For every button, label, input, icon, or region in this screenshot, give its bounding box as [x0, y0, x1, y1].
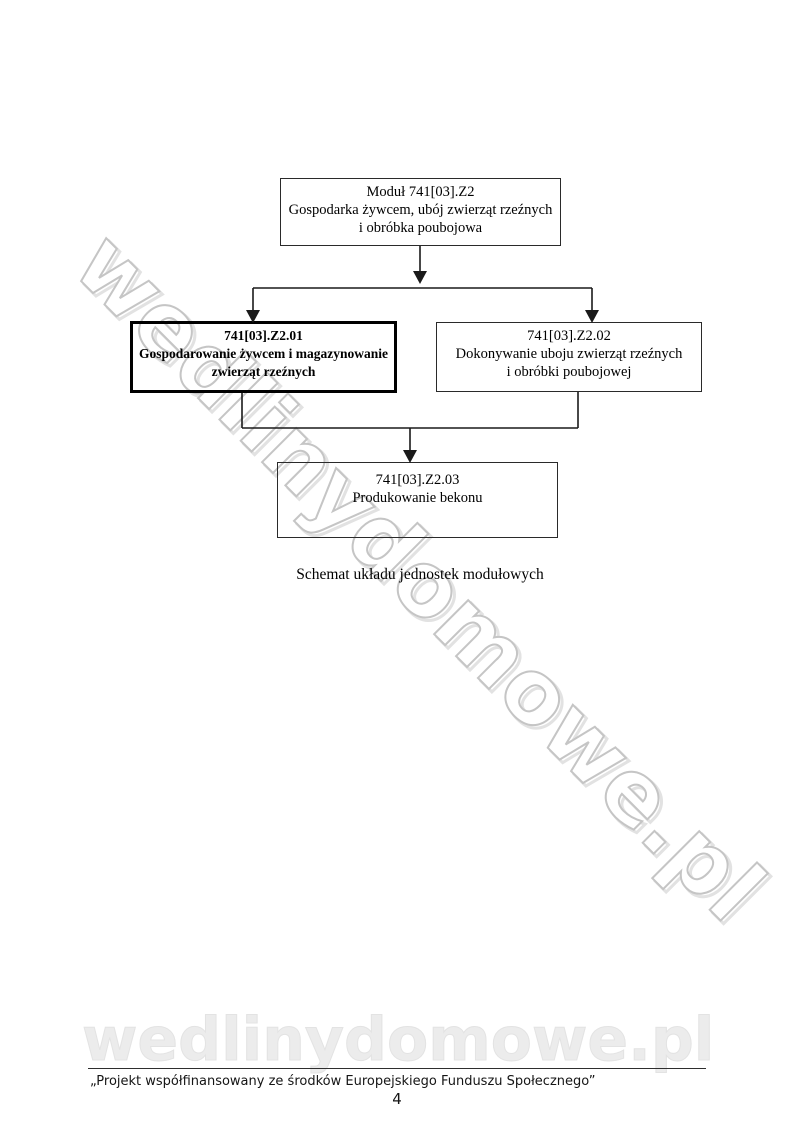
node-text: zwierząt rzeźnych [211, 364, 316, 379]
node-title: 741[03].Z2.02 [527, 328, 611, 344]
page-number: 4 [392, 1090, 402, 1108]
flowchart-node-unit-z2-01: 741[03].Z2.01 Gospodarowanie żywcem i ma… [130, 321, 397, 393]
diagram-caption: Schemat układu jednostek modułowych [296, 566, 544, 583]
flowchart-node-unit-z2-03: 741[03].Z2.03 Produkowanie bekonu [277, 462, 558, 538]
node-text: i obróbki poubojowej [506, 364, 632, 380]
footer-divider [88, 1068, 706, 1069]
node-text: Gospodarka żywcem, ubój zwierząt rzeźnyc… [288, 202, 553, 218]
node-title: 741[03].Z2.03 [375, 472, 460, 488]
watermark-bottom: wedlinydomowe.pl [82, 1005, 714, 1075]
arrowhead-top [413, 271, 427, 284]
node-title: Moduł 741[03].Z2 [366, 184, 475, 200]
node-title: 741[03].Z2.01 [224, 328, 303, 343]
node-text: Produkowanie bekonu [352, 490, 483, 506]
flowchart-node-unit-z2-02: 741[03].Z2.02 Dokonywanie uboju zwierząt… [436, 322, 702, 392]
flowchart-node-module-z2: Moduł 741[03].Z2 Gospodarka żywcem, ubój… [280, 178, 561, 246]
node-text: i obróbka poubojowa [358, 220, 483, 236]
node-text: Gospodarowanie żywcem i magazynowanie [138, 346, 389, 361]
node-text: Dokonywanie uboju zwierząt rzeźnych [455, 346, 683, 362]
footer-text: „Projekt współfinansowany ze środków Eur… [90, 1074, 596, 1089]
